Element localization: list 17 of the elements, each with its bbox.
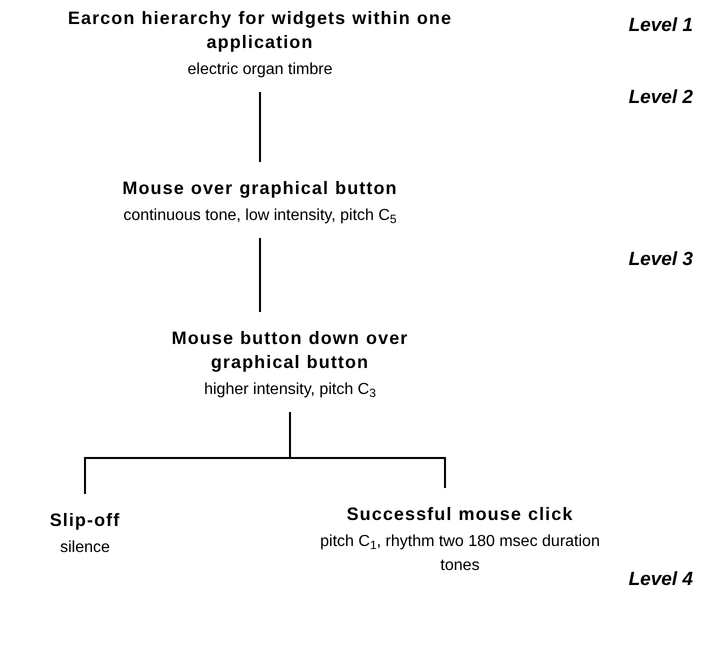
node-heading: Mouse button down over graphical button [170,327,410,374]
node-heading: Earcon hierarchy for widgets within one application [66,7,454,54]
connector-line [289,412,446,488]
node-description: pitch C$_{1}$, rhythm two 180 msec duration tones [320,532,600,576]
connector-line [259,92,261,162]
level-label: Level 4 [628,568,693,592]
node-description: silence [60,538,110,558]
level-label: Level 1 [628,14,693,38]
connector-line [259,238,261,312]
node-heading: Slip-off [50,509,120,532]
node-heading: Successful mouse click [346,503,574,526]
node-description: electric organ timbre [188,60,332,80]
level-label: Level 2 [628,86,693,110]
level-label: Level 3 [628,248,693,272]
node-heading: Mouse over graphical button [122,177,398,200]
node-description: continuous tone, low intensity, pitch C$_{5}$ [123,206,397,228]
node-description: higher intensity, pitch C$_{3}$ [204,380,376,402]
